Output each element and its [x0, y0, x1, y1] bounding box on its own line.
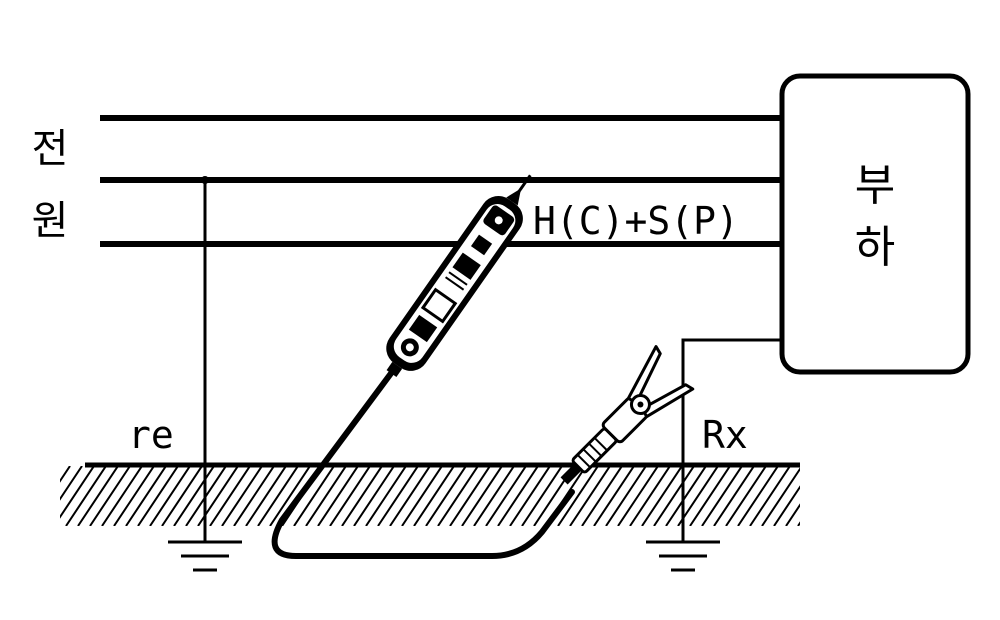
hatch-line — [449, 466, 491, 526]
hatch-line — [797, 521, 800, 526]
hatch-line — [437, 466, 479, 526]
hatch-line — [689, 466, 731, 526]
power-lines — [100, 115, 784, 247]
hatch-line — [581, 466, 623, 526]
hatch-line — [593, 466, 635, 526]
hatch-line — [629, 466, 671, 526]
hatch-line — [60, 466, 71, 483]
source-label-line1: 전 — [32, 126, 69, 172]
hatch-line — [461, 466, 503, 526]
re-label: re — [128, 413, 174, 457]
hatch-line — [233, 466, 275, 526]
hatch-line — [113, 466, 155, 526]
hatch-line — [125, 466, 167, 526]
hatch-line — [365, 466, 407, 526]
hatch-line — [341, 466, 383, 526]
ground-symbol-icon — [168, 540, 242, 572]
hatch-line — [173, 466, 215, 526]
rx-ground — [646, 338, 782, 572]
hatch-line — [293, 466, 335, 526]
hatch-line — [509, 466, 551, 526]
hatch-line — [425, 466, 467, 526]
hatch-line — [761, 467, 800, 526]
hatch-line — [737, 466, 779, 526]
hatch-line — [665, 466, 707, 526]
hatch-line — [101, 466, 143, 526]
hatch-line — [161, 466, 203, 526]
hatch-line — [725, 466, 767, 526]
hatch-line — [389, 466, 431, 526]
hatch-line — [209, 466, 251, 526]
hatch-line — [521, 466, 563, 526]
hatch-line — [773, 485, 800, 526]
rx-ground-wire — [681, 338, 782, 542]
tester-probe-icon — [386, 174, 532, 377]
re-ground — [168, 180, 242, 572]
hatch-line — [641, 466, 683, 526]
hatch-line — [377, 466, 419, 526]
hatch-line — [77, 466, 119, 526]
load-box — [779, 73, 971, 375]
hatch-line — [401, 466, 443, 526]
load-label-line1: 부 — [855, 160, 895, 211]
re-junction-dot — [201, 176, 209, 184]
hatch-line — [810, 466, 850, 526]
hatch-line — [329, 466, 371, 526]
ground-symbol-icon — [646, 540, 720, 572]
hatch-line — [749, 466, 791, 526]
hatch-line — [65, 466, 107, 526]
hatch-line — [89, 466, 131, 526]
hatch-line — [485, 466, 527, 526]
hatch-line — [269, 466, 311, 526]
hatch-line — [557, 466, 599, 526]
hatch-line — [413, 466, 455, 526]
hatch-line — [677, 466, 719, 526]
hatch-line — [245, 466, 287, 526]
hatch-line — [305, 466, 347, 526]
hatch-line — [317, 466, 359, 526]
source-label-line2: 원 — [32, 198, 69, 244]
hatch-line — [497, 466, 539, 526]
hatch-line — [60, 466, 83, 501]
hatch-line — [149, 466, 191, 526]
hatch-line — [353, 466, 395, 526]
hatch-line — [257, 466, 299, 526]
hatch-line — [617, 466, 659, 526]
hatch-line — [221, 466, 263, 526]
test-lead-cable — [271, 369, 575, 559]
hatch-line — [137, 466, 179, 526]
ground-hatch-icon — [60, 466, 850, 526]
hatch-line — [60, 466, 95, 519]
load-label-line2: 하 — [855, 222, 895, 273]
hatch-line — [785, 503, 800, 526]
hatch-line — [473, 466, 515, 526]
hatch-line — [701, 466, 743, 526]
terminal-label: H(C)+S(P) — [533, 199, 739, 243]
hatch-line — [713, 466, 755, 526]
hatch-line — [569, 466, 611, 526]
hatch-line — [605, 466, 647, 526]
rx-label: Rx — [702, 413, 748, 457]
alligator-clip-icon — [560, 345, 695, 485]
hatch-line — [653, 466, 695, 526]
